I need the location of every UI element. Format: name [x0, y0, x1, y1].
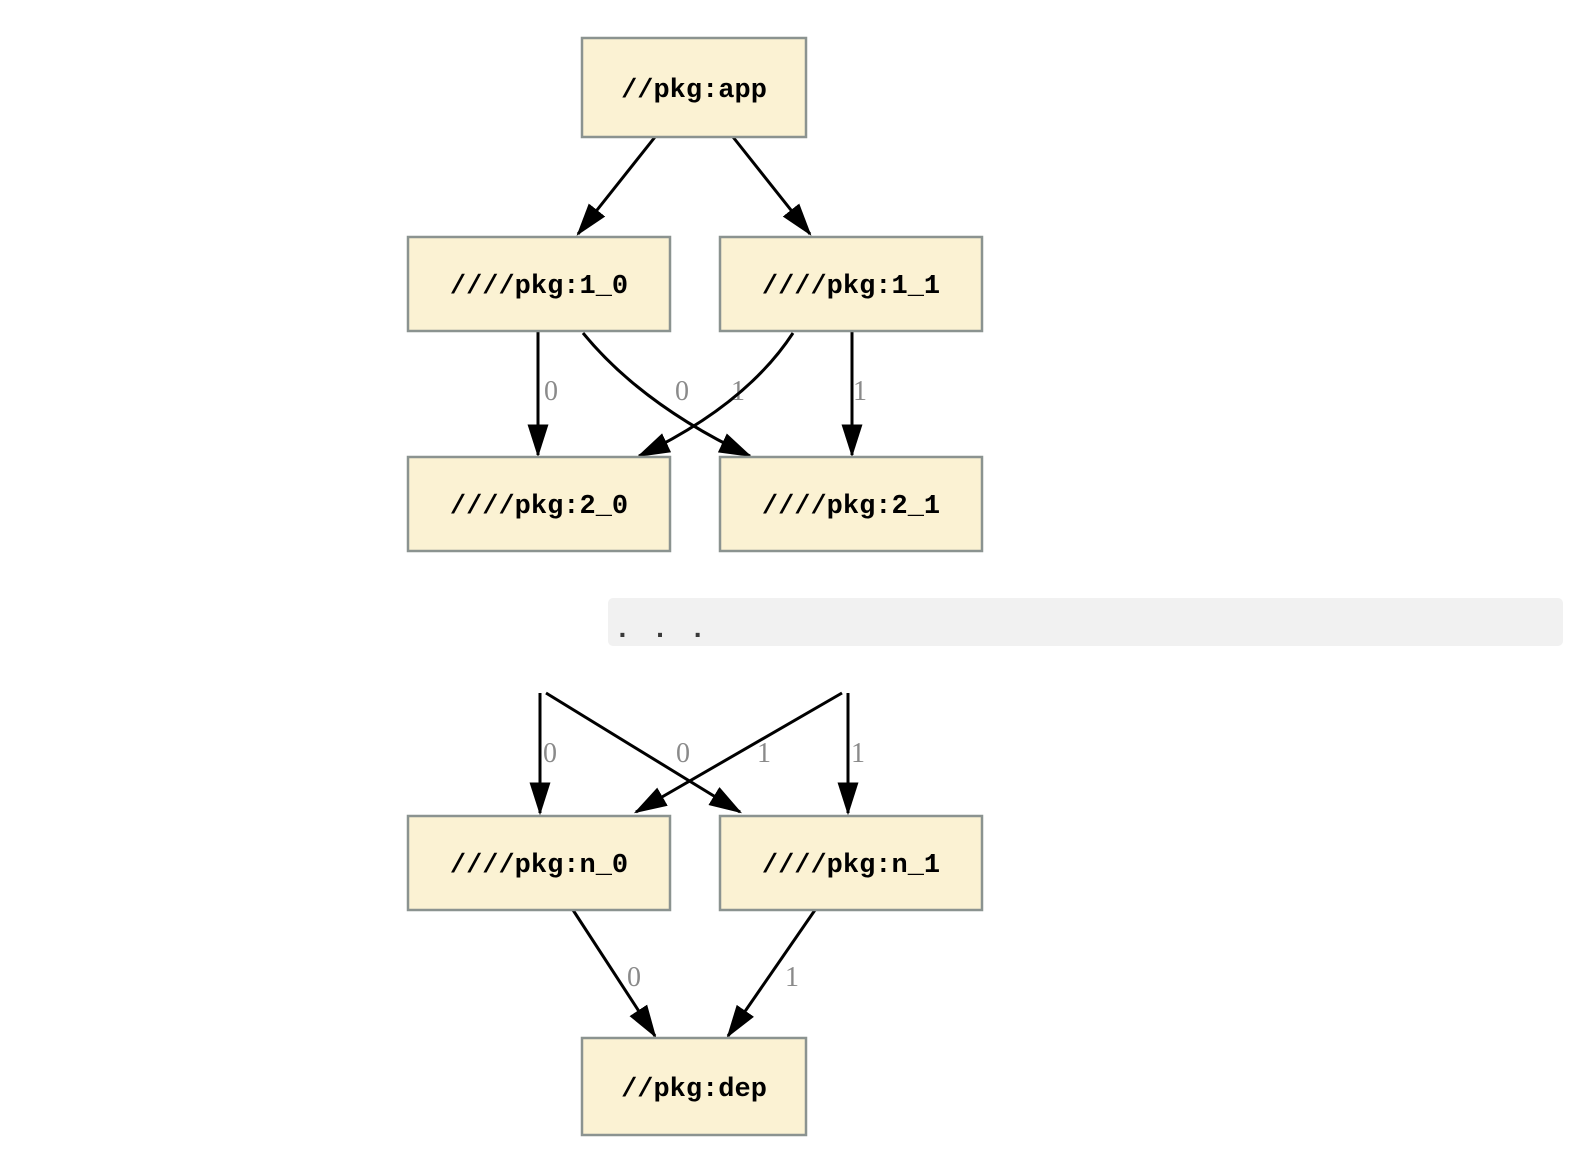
node-pkg-1_1: ////pkg:1_1: [718, 235, 984, 333]
edge-label: 0: [543, 738, 557, 769]
node-label: ////pkg:1_1: [762, 272, 940, 302]
edge-label: 0: [544, 376, 558, 407]
node-box: [406, 235, 672, 333]
node-box: [718, 455, 984, 553]
node-pkg-2_1: ////pkg:2_1: [718, 455, 984, 553]
edge-hidden-to-n_1-cross: 1: [545, 691, 771, 814]
edge-1_1-to-2_0: 0: [636, 332, 795, 458]
node-pkg-app: //pkg:app: [580, 36, 808, 139]
node-label: ////pkg:n_0: [450, 851, 628, 881]
node-pkg-1_0: ////pkg:1_0: [406, 235, 672, 333]
node-box: [406, 814, 672, 912]
node-label: //pkg:dep: [621, 1075, 767, 1105]
edge-label: 1: [851, 738, 865, 769]
node-label: ////pkg:1_0: [450, 272, 628, 302]
node-box: [580, 36, 808, 139]
edge-label: 0: [675, 376, 689, 407]
edge-label: 1: [785, 962, 799, 993]
edge-label: 0: [627, 962, 641, 993]
node-label: ////pkg:2_0: [450, 492, 628, 522]
node-box: [718, 235, 984, 333]
ellipsis-dots: . . .: [614, 615, 708, 646]
edge-app-to-1_0: [576, 136, 657, 236]
edge-label: 0: [676, 738, 690, 769]
edge-label: 1: [853, 376, 867, 407]
edge-hidden-to-n_1: 1: [837, 693, 865, 816]
edge-n_0-to-dep: 0: [571, 909, 657, 1039]
node-box: [718, 814, 984, 912]
edge-hidden-to-n_0-cross: 0: [633, 691, 843, 814]
edge-1_0-to-2_1: 1: [581, 332, 753, 458]
node-pkg-n_0: ////pkg:n_0: [406, 814, 672, 912]
edge-1_0-to-2_0: 0: [527, 332, 558, 458]
edge-app-to-1_1: [731, 136, 812, 236]
ellipsis-band: [608, 598, 1563, 646]
edge-label: 1: [757, 738, 771, 769]
edge-n_1-to-dep: 1: [726, 909, 817, 1038]
node-pkg-2_0: ////pkg:2_0: [406, 455, 672, 553]
edge-hidden-to-n_0: 0: [529, 693, 557, 816]
edge-1_1-to-2_1: 1: [841, 332, 867, 458]
node-label: ////pkg:n_1: [762, 851, 940, 881]
node-box: [580, 1036, 808, 1137]
node-pkg-dep: //pkg:dep: [580, 1036, 808, 1137]
node-label: //pkg:app: [621, 76, 767, 106]
edge-label: 1: [731, 376, 745, 407]
node-label: ////pkg:2_1: [762, 492, 940, 522]
node-pkg-n_1: ////pkg:n_1: [718, 814, 984, 912]
node-box: [406, 455, 672, 553]
